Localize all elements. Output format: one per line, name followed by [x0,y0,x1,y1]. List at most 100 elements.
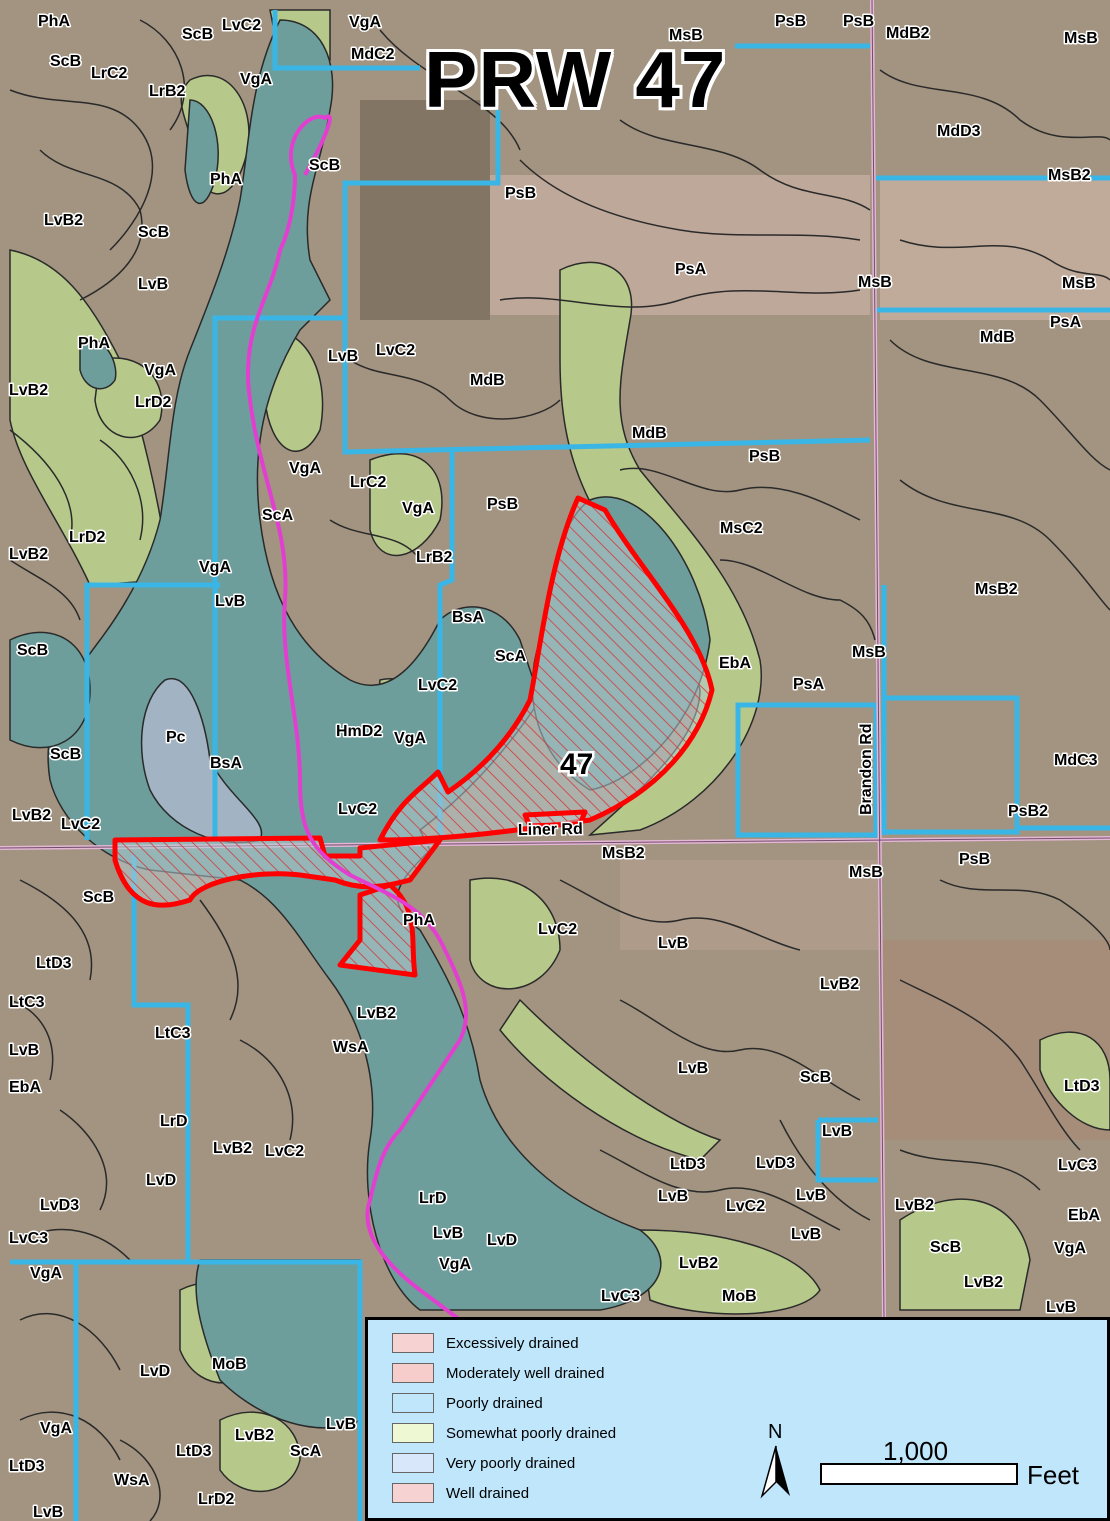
soil-label: LvB [822,1123,852,1140]
map-title: PRW 47 [424,35,727,124]
legend-panel: Excessively drained Moderately well drai… [365,1317,1110,1521]
legend-label: Poorly drained [446,1394,543,1412]
soil-label: MsB [849,864,883,881]
soil-label: PhA [78,335,110,352]
soil-label: PsB [505,185,536,202]
soil-label: ScB [50,53,81,70]
stream [246,114,469,1322]
soil-label: LrD [160,1113,188,1130]
soil-label: LvC2 [222,17,261,34]
soil-label: MdB [980,329,1015,346]
soil-label: VgA [394,730,426,747]
soil-label: MoB [212,1356,247,1373]
soil-label: LvB [791,1226,821,1243]
soil-label: LvC2 [338,801,377,818]
soil-label: ScB [309,157,340,174]
soil-label: VgA [289,460,321,477]
soil-label: LvC2 [726,1198,765,1215]
soil-label: WsA [333,1039,369,1056]
soil-label: EbA [719,655,751,672]
soil-label: MdC3 [1054,752,1098,769]
soil-label: VgA [402,500,434,517]
soil-label: MdC2 [351,46,395,63]
soil-label: LvC2 [265,1143,304,1160]
soil-label: ScA [495,648,527,665]
soil-label: MdB [632,425,667,442]
soil-label: MsB [1062,275,1096,292]
soil-label: LvB [33,1504,63,1521]
soil-label: LvB [328,348,358,365]
soil-label: ScB [930,1239,961,1256]
soil-label: PsA [675,261,707,278]
legend-label: Excessively drained [446,1334,579,1352]
legend-swatch [392,1453,434,1473]
soil-label: LvB2 [964,1274,1003,1291]
soil-label: LvB [1046,1299,1076,1316]
soil-label: LvB [658,935,688,952]
soil-label: MoB [722,1288,757,1305]
soil-label: HmD2 [336,723,382,740]
soil-label: Pc [166,729,186,746]
legend-item: Somewhat poorly drained [392,1422,616,1444]
parcel-number-label: 47 [560,748,593,781]
soil-label: LtD3 [176,1443,212,1460]
soil-label: LvD [146,1172,176,1189]
soil-label: LrB2 [149,83,186,100]
road-label-brandon-rd: Brandon Rd [858,723,875,815]
soil-label: LvD [487,1232,517,1249]
road-label-liner-rd: Liner Rd [518,821,583,839]
legend-label: Very poorly drained [446,1454,576,1472]
soil-label: LvC2 [418,677,457,694]
soil-label: LtC3 [155,1025,191,1042]
soil-label: LvC3 [9,1230,48,1247]
soil-label: VgA [144,362,176,379]
soil-label: LvC2 [376,342,415,359]
soil-label: ScA [262,507,294,524]
soil-label: LvB2 [820,976,859,993]
soil-label: LvD3 [40,1197,79,1214]
soil-label: VgA [40,1420,72,1437]
soil-label: LvB [326,1416,356,1433]
soil-label: LtD3 [36,955,72,972]
soil-label: ScB [182,26,213,43]
soil-label: LvB2 [9,546,48,563]
soil-label: LvC2 [538,921,577,938]
soil-label: MdB [470,372,505,389]
soil-label: LrC2 [350,474,387,491]
soil-label: BsA [452,609,484,626]
soil-label: PsB [749,448,780,465]
soil-label: PsB [959,851,990,868]
soil-label: MsB [852,644,886,661]
legend-item: Excessively drained [392,1332,579,1354]
soil-label: LvB2 [213,1140,252,1157]
soil-label: LrD2 [135,394,172,411]
woodland [360,100,490,320]
soil-label: LvB2 [357,1005,396,1022]
soil-label: LvB2 [44,212,83,229]
field-patch [490,175,870,315]
soil-labels: PhA ScB LvC2 VgA MdC2 MsB PsB PsB MdB2 M… [8,12,1102,1521]
soil-label: LrB2 [416,549,453,566]
soil-label: PsB [487,496,518,513]
legend-swatch [392,1333,434,1353]
soil-label: PsB [775,13,806,30]
soil-label: MsB2 [602,845,645,862]
legend-item: Moderately well drained [392,1362,604,1384]
soil-label: VgA [1054,1240,1086,1257]
soil-label: BsA [210,755,242,772]
soil-label: LvB2 [235,1427,274,1444]
north-label: N [768,1421,782,1443]
soil-label: LvB [433,1225,463,1242]
parcel-47 [112,495,715,978]
soil-label: LvB2 [12,807,51,824]
soil-label: ScB [83,889,114,906]
soil-label: LrD [419,1190,447,1207]
field-patch [620,860,880,950]
soil-label: LvD3 [756,1155,795,1172]
soil-label: MdD3 [937,123,981,140]
soil-label: PsA [793,676,825,693]
soil-label: PsB2 [1008,803,1048,820]
soil-label: PhA [38,13,70,30]
north-arrow-icon: N [760,1421,790,1499]
